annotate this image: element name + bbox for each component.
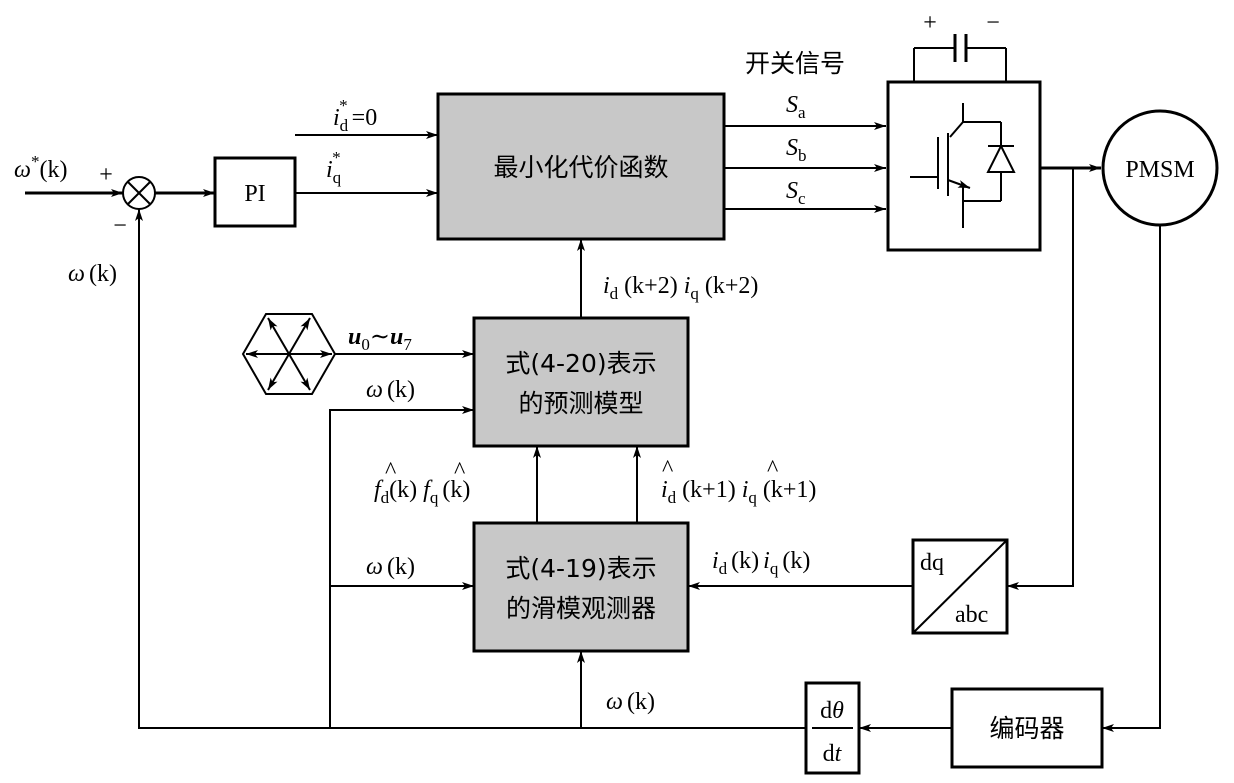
dq-label: dq bbox=[920, 550, 944, 576]
derivative-numerator: dθ bbox=[820, 698, 844, 724]
id-reference-label: id*=0 bbox=[333, 96, 377, 135]
f-hat-accent-q: ^ bbox=[454, 458, 465, 484]
capacitor-minus: − bbox=[986, 10, 1000, 36]
predicted-current-label: id(k+2)iq(k+2) bbox=[603, 273, 758, 303]
summing-junction bbox=[122, 176, 156, 210]
cost-function-block bbox=[436, 92, 726, 241]
encoder-block bbox=[950, 687, 1104, 769]
pi-controller-label: PI bbox=[244, 181, 265, 207]
capacitor-icon bbox=[913, 34, 1007, 82]
sc-label: Sc bbox=[786, 178, 806, 208]
pmsm-label: PMSM bbox=[1125, 157, 1194, 183]
current-estimate-label: id(k+1)iq(k+1) bbox=[661, 477, 816, 507]
iq-reference-label: iq* bbox=[326, 148, 342, 187]
observer-line1: 式(4-19)表示 bbox=[505, 554, 656, 583]
pmsm-to-encoder-line bbox=[1102, 225, 1161, 732]
sliding-mode-observer-block bbox=[472, 521, 690, 653]
speed-bottom-label: ω(k) bbox=[606, 689, 655, 715]
i-hat-accent-d: ^ bbox=[662, 456, 673, 482]
observer-line2: 的滑模观测器 bbox=[506, 594, 656, 623]
i-hat-accent-q: ^ bbox=[767, 456, 778, 482]
voltage-vectors-label: u0∼u7 bbox=[348, 324, 412, 354]
minus-sign: − bbox=[113, 213, 127, 239]
speed-to-observer-label: ω(k) bbox=[366, 554, 415, 580]
speed-reference-label: ω*(k) bbox=[14, 152, 67, 183]
capacitor-plus: + bbox=[923, 10, 937, 36]
current-measurement-line bbox=[1007, 168, 1074, 590]
cost-function-label: 最小化代价函数 bbox=[493, 153, 668, 182]
measured-current-label: id(k)iq(k) bbox=[712, 548, 810, 578]
sa-label: Sa bbox=[786, 92, 806, 122]
disturbance-estimate-label: fd(k)fq(k) bbox=[374, 477, 470, 507]
speed-feedback-label: ω(k) bbox=[68, 261, 117, 287]
plus-sign: + bbox=[99, 162, 113, 188]
igbt-icon bbox=[910, 103, 1016, 228]
derivative-denominator: dt bbox=[823, 741, 843, 767]
speed-feedback-line bbox=[135, 209, 806, 729]
abc-label: abc bbox=[955, 602, 988, 628]
speed-to-prediction-line bbox=[329, 406, 474, 728]
transform-diagonal bbox=[912, 539, 1008, 634]
speed-to-prediction-label: ω(k) bbox=[366, 377, 415, 403]
prediction-model-line2: 的预测模型 bbox=[518, 389, 643, 418]
prediction-model-block bbox=[472, 316, 690, 448]
voltage-vector-hexagon-icon bbox=[241, 313, 337, 395]
f-hat-accent-d: ^ bbox=[385, 458, 396, 484]
encoder-label: 编码器 bbox=[989, 714, 1064, 743]
switch-signal-label: 开关信号 bbox=[745, 49, 845, 78]
prediction-model-line1: 式(4-20)表示 bbox=[505, 349, 656, 378]
sb-label: Sb bbox=[786, 135, 807, 165]
